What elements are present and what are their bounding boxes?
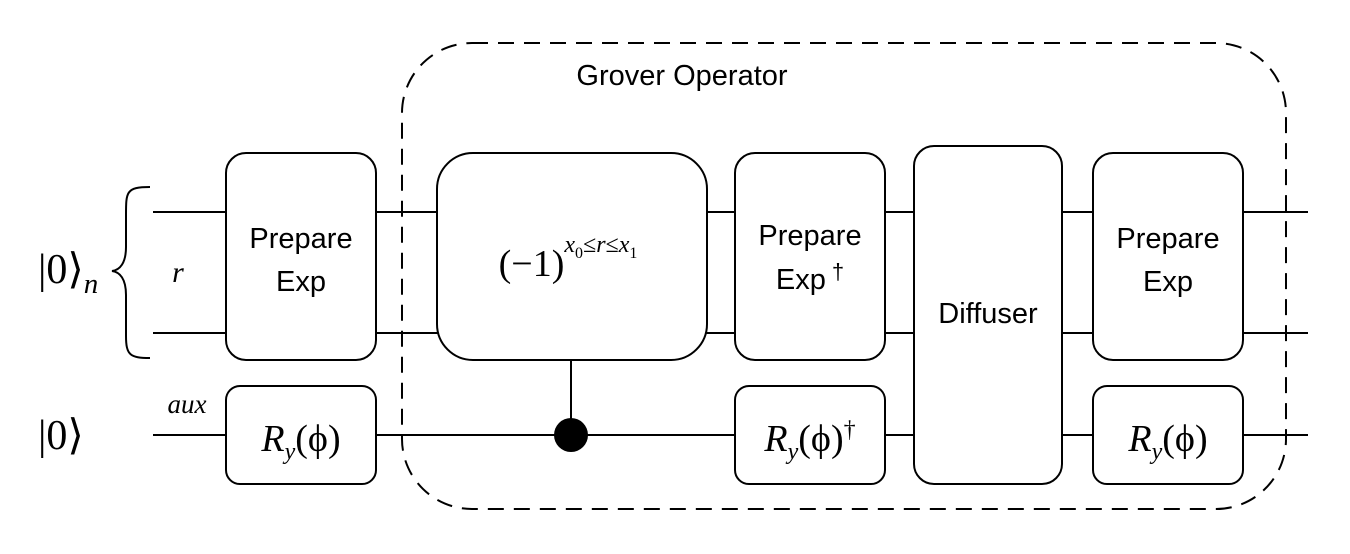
prepare-exp-gate-2: Prepare Exp xyxy=(1092,152,1244,361)
prepare-exp-dagger-gate-line1: Prepare xyxy=(758,220,861,252)
ry-dagger-gate-label: Ry(ϕ)† xyxy=(763,417,855,465)
grover-operator-title: Grover Operator xyxy=(576,60,787,92)
ry-gate-2-label: Ry(ϕ) xyxy=(1127,418,1207,465)
grover-operator-region xyxy=(401,42,1287,510)
register-wire-label: r xyxy=(172,256,184,289)
prepare-exp-gate-2-line2: Exp xyxy=(1143,266,1193,298)
ry-gate-2: Ry(ϕ) xyxy=(1092,385,1244,485)
oracle-gate: (−1)x0≤r≤x1 xyxy=(436,152,708,361)
ry-gate-1-label: Ry(ϕ) xyxy=(260,418,340,465)
ry-gate-1: Ry(ϕ) xyxy=(225,385,377,485)
prepare-exp-gate-1-line1: Prepare xyxy=(249,223,352,255)
prepare-exp-gate-1-line2: Exp xyxy=(276,266,326,298)
diffuser-gate-label: Diffuser xyxy=(938,298,1038,330)
ry-dagger-gate: Ry(ϕ)† xyxy=(734,385,886,485)
prepare-exp-dagger-gate-line2: Exp† xyxy=(776,259,844,296)
prepare-exp-gate-1: Prepare Exp xyxy=(225,152,377,361)
aux-input-label: |0⟩ xyxy=(38,413,84,459)
aux-wire-label: aux xyxy=(168,389,207,419)
diffuser-gate: Diffuser xyxy=(913,145,1063,485)
oracle-gate-label: (−1)x0≤r≤x1 xyxy=(499,232,638,285)
prepare-exp-gate-2-line1: Prepare xyxy=(1116,223,1219,255)
register-brace xyxy=(111,186,151,359)
register-input-label: |0⟩n xyxy=(38,247,98,300)
prepare-exp-dagger-gate: Prepare Exp† xyxy=(734,152,886,361)
control-dot xyxy=(554,418,588,452)
